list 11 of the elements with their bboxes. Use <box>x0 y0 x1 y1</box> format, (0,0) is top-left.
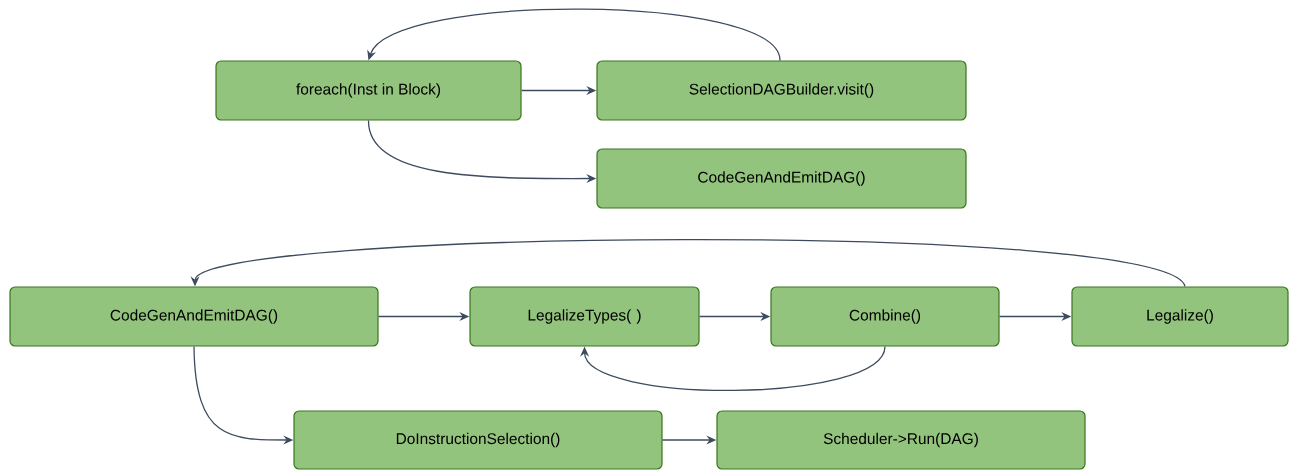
process-box: LegalizeTypes( ) <box>469 286 700 347</box>
process-box: Combine() <box>770 286 1000 347</box>
arrow <box>580 345 886 392</box>
process-box: foreach(Inst in Block) <box>215 60 522 121</box>
process-box: DoInstructionSelection() <box>293 410 663 470</box>
process-box: CodeGenAndEmitDAG() <box>596 148 967 209</box>
process-box: Legalize() <box>1071 286 1289 347</box>
process-box: SelectionDAGBuilder.visit() <box>596 60 967 121</box>
process-box: Scheduler->Run(DAG) <box>716 410 1086 470</box>
arrow <box>367 8 781 62</box>
process-box: CodeGenAndEmitDAG() <box>9 286 379 347</box>
